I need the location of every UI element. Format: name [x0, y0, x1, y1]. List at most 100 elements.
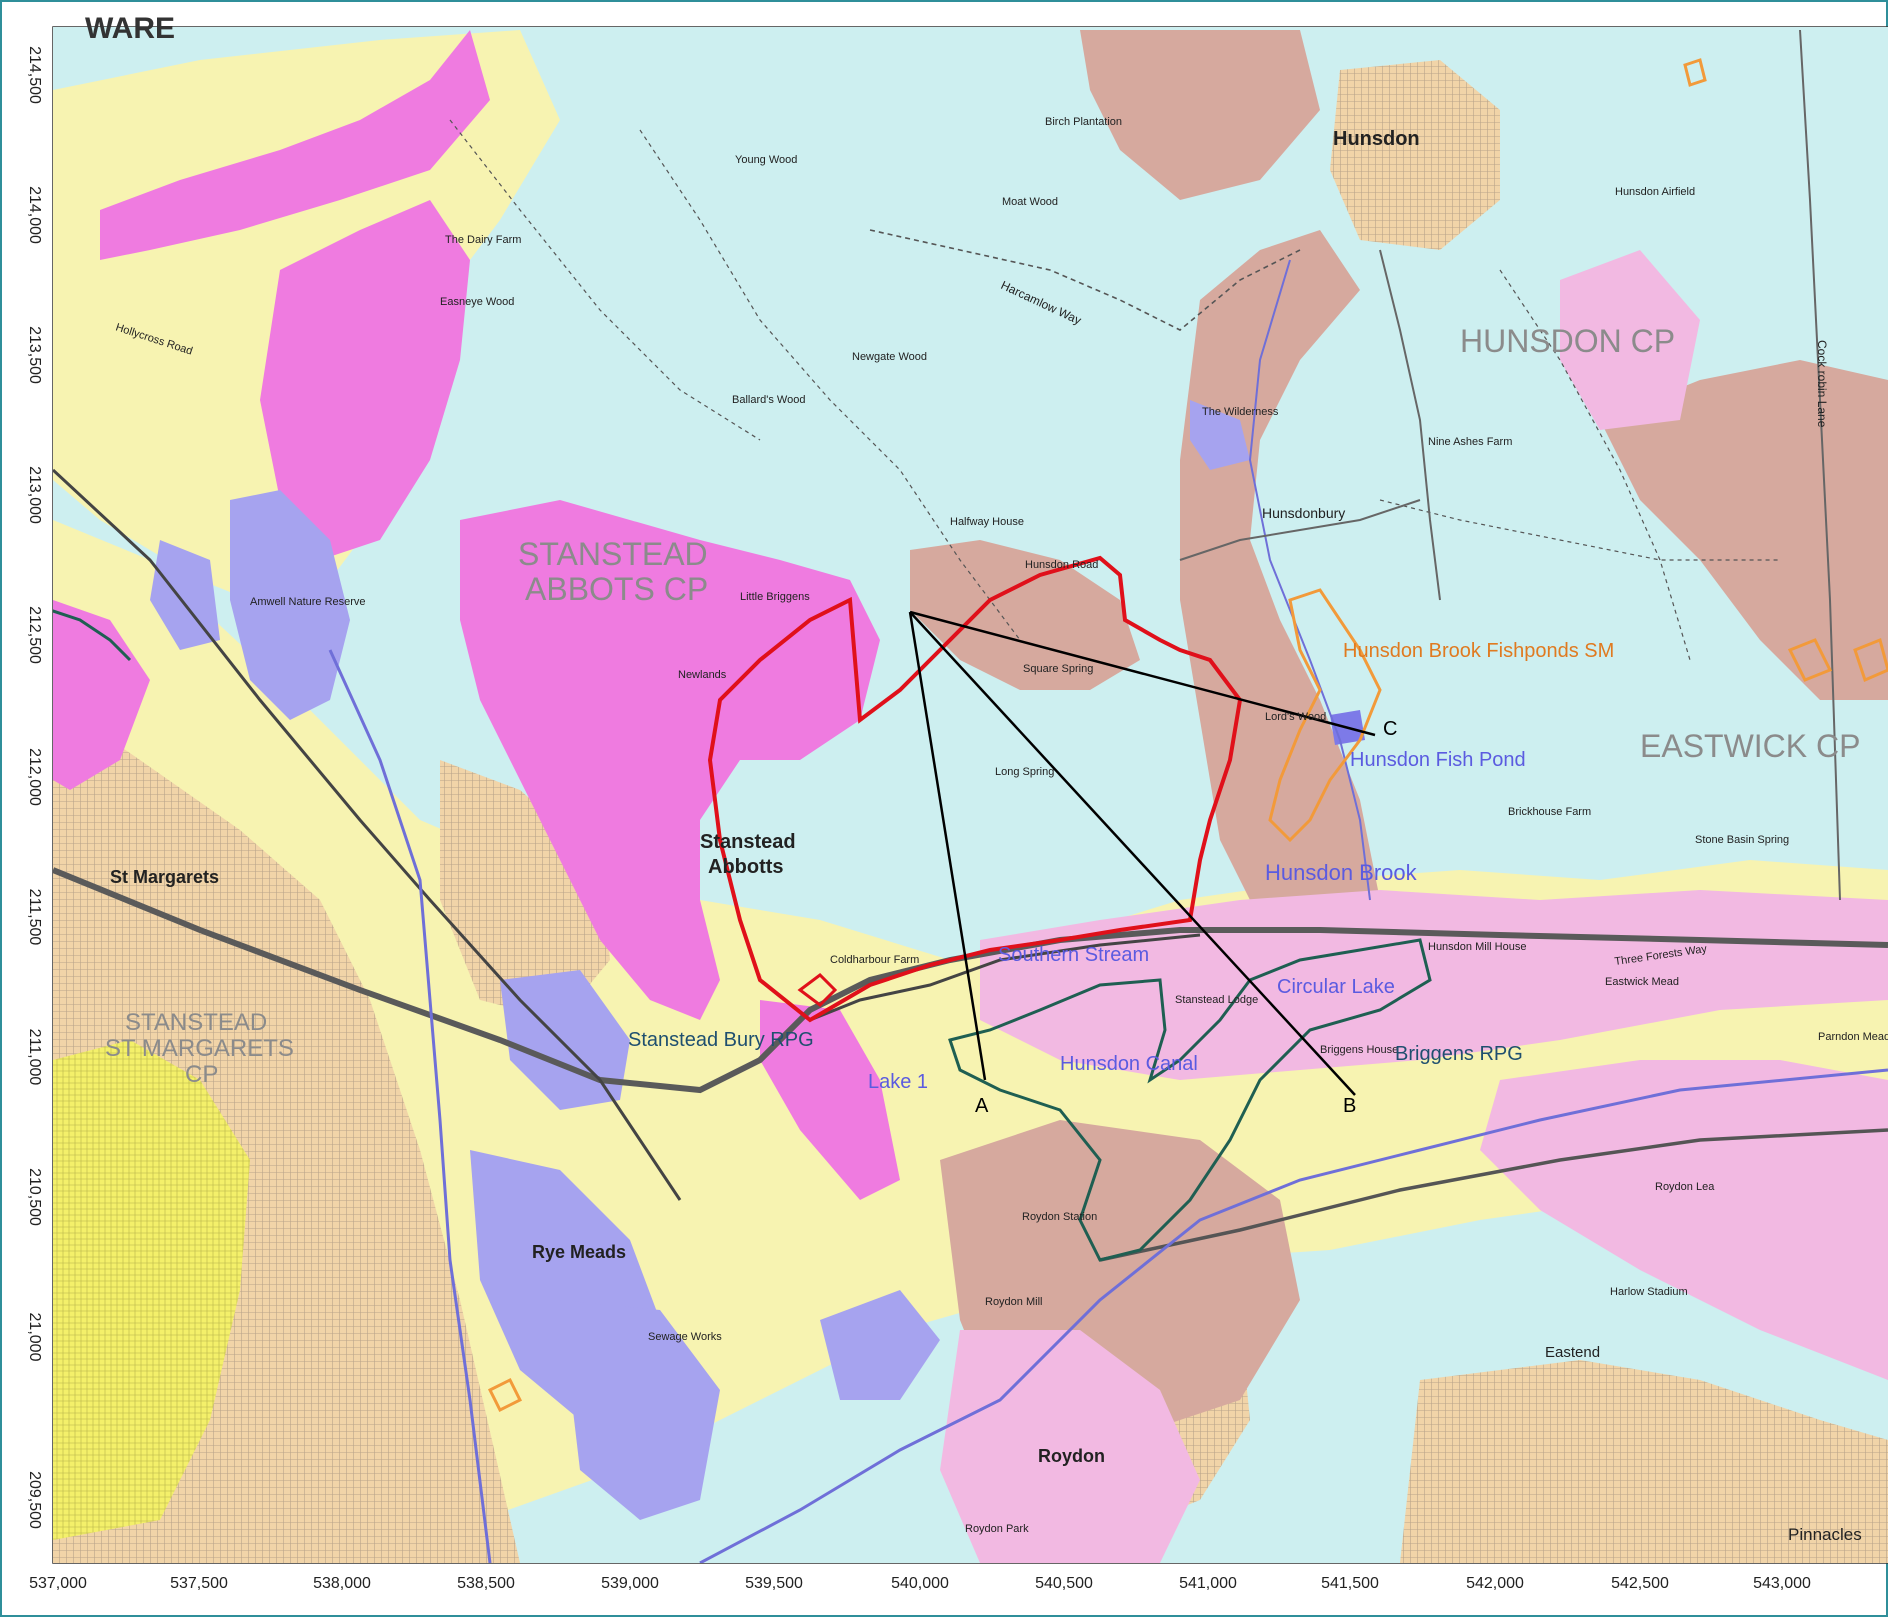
place-hunsdon: Hunsdon	[1333, 128, 1420, 150]
place-eastwick-mead: Eastwick Mead	[1605, 976, 1679, 988]
place-the-wilderness: The Wilderness	[1202, 406, 1279, 418]
place-stanstead-abbots-cp-2: ABBOTS CP	[525, 571, 708, 607]
place-nine-ashes-farm: Nine Ashes Farm	[1428, 436, 1512, 448]
footpath-4	[1379, 499, 1780, 561]
alluvium-north	[1080, 30, 1320, 200]
section-lines	[908, 610, 1376, 1096]
place-stanstead-lodge: Stanstead Lodge	[1175, 994, 1258, 1006]
place-stone-basin: Stone Basin Spring	[1695, 834, 1789, 846]
label-fish-pond: Hunsdon Fish Pond	[1350, 749, 1526, 771]
lea-river	[328, 649, 492, 1563]
section-marker-a: A	[975, 1095, 989, 1117]
clay-south	[940, 1330, 1200, 1563]
label-southern-stream: Southern Stream	[998, 944, 1149, 966]
x-tick-label: 538,000	[313, 1575, 371, 1592]
place-eastend: Eastend	[1545, 1344, 1600, 1361]
section-markers: A B C	[975, 718, 1397, 1117]
place-eastwick-cp: EASTWICK CP	[1640, 728, 1860, 764]
urban-yellow	[53, 1040, 250, 1540]
water-stanstead	[500, 970, 630, 1110]
footpath-3	[1499, 269, 1691, 661]
place-easneye-wood: Easneye Wood	[440, 296, 514, 308]
x-tick-label: 537,000	[29, 1575, 87, 1592]
section-line-b	[909, 611, 1356, 1096]
place-birch-plantation: Birch Plantation	[1045, 116, 1122, 128]
footpath-1	[639, 129, 1021, 641]
urban-harlow	[1400, 1360, 1888, 1563]
place-stanstead-stm-2: ST MARGARETS	[105, 1035, 294, 1062]
place-stanstead-abbots-cp: STANSTEAD	[518, 536, 708, 572]
x-tick-label: 539,000	[601, 1575, 659, 1592]
local-road-2	[1379, 249, 1441, 601]
place-ballards-wood: Ballard's Wood	[732, 394, 805, 406]
place-roydon-park: Roydon Park	[965, 1523, 1029, 1535]
railway-main	[53, 468, 682, 1201]
y-tick-label: 209,500	[26, 1471, 43, 1529]
y-tick-label: 212,000	[26, 748, 43, 806]
magenta-terlings	[760, 1000, 900, 1200]
magenta-west	[53, 600, 150, 790]
road-hunsdon-road: Hunsdon Road	[1025, 559, 1098, 571]
place-roydon-mill: Roydon Mill	[985, 1296, 1042, 1308]
site-boundary	[707, 555, 1243, 1023]
y-tick-label: 213,500	[26, 326, 43, 384]
local-road-1	[1179, 499, 1421, 561]
y-tick-label: 214,500	[26, 46, 43, 104]
place-sewage-works: Sewage Works	[648, 1331, 722, 1343]
x-tick-label: 541,500	[1321, 1575, 1379, 1592]
y-tick-label: 21,000	[26, 1313, 43, 1362]
y-tick-label: 211,000	[26, 1029, 43, 1086]
x-tick-label: 543,000	[1753, 1575, 1811, 1592]
x-tick-label: 539,500	[745, 1575, 803, 1592]
label-stanstead-bury-rpg: Stanstead Bury RPG	[628, 1029, 814, 1051]
place-newgate-wood: Newgate Wood	[852, 351, 927, 363]
x-axis: 537,000 537,500 538,000 538,500 539,000 …	[29, 1575, 1811, 1592]
place-long-spring: Long Spring	[995, 766, 1054, 778]
place-brickhouse-farm: Brickhouse Farm	[1508, 806, 1591, 818]
x-tick-label: 542,000	[1466, 1575, 1524, 1592]
x-tick-label: 541,000	[1179, 1575, 1237, 1592]
magenta-north	[100, 30, 490, 260]
place-lords-wood: Lord's Wood	[1265, 711, 1326, 723]
place-stanstead-stm: STANSTEAD	[125, 1009, 267, 1036]
orange-site-1	[1683, 58, 1707, 87]
x-tick-label: 542,500	[1611, 1575, 1669, 1592]
orange-site-3	[1853, 637, 1888, 683]
place-parndon-mead: Parndon Mead	[1818, 1031, 1888, 1043]
y-tick-label: 214,000	[26, 186, 43, 244]
rpg-boundary	[948, 938, 1432, 1262]
place-stanstead-abbotts-2: Abbotts	[708, 856, 784, 878]
urban-hunsdon	[1330, 60, 1500, 250]
place-pinnacles: Pinnacles	[1788, 1525, 1862, 1544]
place-coldharbour-farm: Coldharbour Farm	[830, 954, 919, 966]
clay-southeast	[1480, 1060, 1888, 1380]
railway-east	[809, 933, 1201, 1022]
place-square-spring: Square Spring	[1023, 663, 1093, 675]
place-hunsdon-airfield: Hunsdon Airfield	[1615, 186, 1695, 198]
water-amwell-2	[150, 540, 220, 650]
place-briggens-house: Briggens House	[1320, 1044, 1398, 1056]
section-line-a	[908, 611, 987, 1081]
feature-labels: Hunsdon Brook Fishponds SM Hunsdon Fish …	[628, 640, 1614, 1093]
x-tick-label: 540,500	[1035, 1575, 1093, 1592]
footpath-2	[449, 119, 761, 441]
label-hunsdon-brook: Hunsdon Brook	[1265, 860, 1418, 885]
x-tick-label: 538,500	[457, 1575, 515, 1592]
place-roydon: Roydon	[1038, 1446, 1105, 1466]
orange-site-4	[487, 1377, 523, 1413]
magenta-stanstead	[460, 500, 880, 1020]
fishponds-sm-outline	[1268, 588, 1382, 843]
clay-north-east	[1560, 250, 1700, 430]
x-tick-label: 537,500	[170, 1575, 228, 1592]
place-st-margarets: St Margarets	[110, 867, 219, 887]
hunsdon-brook-stream	[1248, 259, 1371, 901]
magenta-easneye	[260, 200, 470, 560]
southern-road	[1099, 1128, 1888, 1262]
water-amwell	[230, 490, 350, 720]
place-roydon-station: Roydon Station	[1022, 1211, 1097, 1223]
place-hunsdon-mill-house: Hunsdon Mill House	[1428, 941, 1526, 953]
label-hunsdon-canal: Hunsdon Canal	[1060, 1053, 1198, 1075]
place-stanstead-abbotts: Stanstead	[700, 831, 796, 853]
orange-site-2	[1787, 638, 1833, 682]
stream-green	[53, 609, 132, 662]
